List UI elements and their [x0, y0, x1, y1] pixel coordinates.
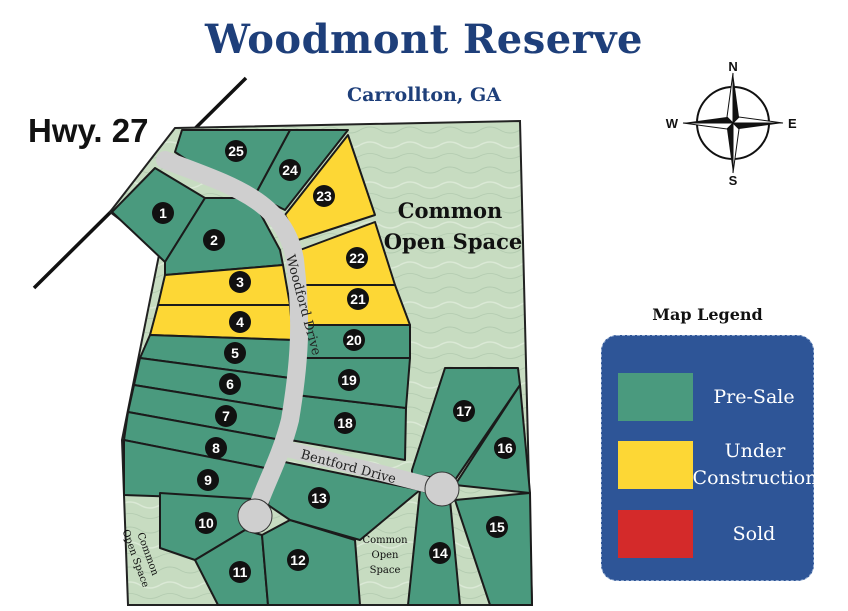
svg-text:11: 11	[233, 564, 248, 580]
lot-badge-1: 1	[152, 202, 174, 224]
cul-de-sac-east	[424, 471, 460, 507]
svg-text:8: 8	[212, 440, 220, 456]
svg-text:1: 1	[159, 205, 167, 221]
lot-badge-10: 10	[195, 512, 217, 534]
lot-badge-9: 9	[197, 469, 219, 491]
lot-badge-11: 11	[229, 561, 251, 583]
compass-west: W	[666, 116, 679, 131]
legend-label-under-construction: Under Construction	[692, 440, 818, 489]
svg-text:21: 21	[350, 291, 366, 307]
legend-item-pre-sale: Pre-Sale	[618, 373, 808, 423]
woodford-drive-road	[156, 151, 309, 524]
map-subtitle: Carrollton, GA	[346, 84, 502, 106]
svg-text:4: 4	[236, 314, 244, 330]
lot-badge-12: 12	[287, 549, 309, 571]
common-space-center-label: Common Open Space	[362, 535, 408, 576]
lot-badges: 1 2 3 4 5 6 7 8 9 10 11 12 13 14 15 16 1…	[152, 140, 516, 583]
legend-swatch-sold	[618, 510, 693, 558]
svg-text:6: 6	[226, 376, 234, 392]
lot-badge-19: 19	[338, 369, 360, 391]
lot-badge-6: 6	[219, 373, 241, 395]
svg-text:23: 23	[316, 188, 332, 204]
legend-item-sold: Sold	[618, 510, 808, 560]
svg-text:Open Space: Open Space	[384, 229, 523, 254]
roads-layer	[156, 151, 460, 534]
lot-badge-22: 22	[346, 247, 368, 269]
lot-badge-7: 7	[215, 405, 237, 427]
svg-text:Open: Open	[372, 550, 400, 561]
compass-south: S	[729, 173, 738, 188]
lot-badge-15: 15	[486, 516, 508, 538]
lot-badge-23: 23	[313, 185, 335, 207]
svg-text:12: 12	[290, 552, 306, 568]
svg-text:25: 25	[228, 143, 244, 159]
legend-swatch-under-construction	[618, 441, 693, 489]
lot-badge-17: 17	[453, 400, 475, 422]
common-space-large-label: Common Open Space	[384, 198, 523, 254]
svg-text:18: 18	[337, 415, 353, 431]
svg-text:5: 5	[231, 345, 239, 361]
svg-text:2: 2	[210, 232, 218, 248]
lot-badge-8: 8	[205, 437, 227, 459]
lot-badge-2: 2	[203, 229, 225, 251]
svg-text:20: 20	[346, 332, 362, 348]
cul-de-sac-south	[237, 498, 273, 534]
lot-badge-5: 5	[224, 342, 246, 364]
svg-text:3: 3	[236, 274, 244, 290]
svg-text:17: 17	[456, 403, 472, 419]
map-title: Woodmont Reserve	[205, 16, 643, 63]
highway-label: Hwy. 27	[28, 112, 149, 149]
lot-badge-13: 13	[308, 487, 330, 509]
svg-text:22: 22	[349, 250, 365, 266]
lot-15[interactable]	[454, 492, 533, 606]
lot-12[interactable]	[261, 519, 361, 606]
compass-east: E	[788, 116, 797, 131]
legend-title: Map Legend	[652, 305, 763, 324]
svg-text:7: 7	[222, 408, 230, 424]
svg-text:13: 13	[311, 490, 327, 506]
lot-badge-21: 21	[347, 288, 369, 310]
svg-text:Common: Common	[362, 535, 408, 546]
lot-badge-18: 18	[334, 412, 356, 434]
lot-badge-24: 24	[279, 159, 301, 181]
lot-badge-4: 4	[229, 311, 251, 333]
lot-badge-3: 3	[229, 271, 251, 293]
legend-label-sold: Sold	[732, 522, 776, 545]
lot-badge-25: 25	[225, 140, 247, 162]
svg-text:14: 14	[432, 545, 448, 561]
compass-rose-icon: N S E W	[666, 59, 797, 188]
svg-text:24: 24	[282, 162, 298, 178]
svg-text:10: 10	[198, 515, 214, 531]
svg-text:Space: Space	[370, 565, 401, 576]
legend-label-pre-sale: Pre-Sale	[713, 385, 795, 408]
lot-badge-20: 20	[343, 329, 365, 351]
bentford-drive-road	[275, 440, 448, 496]
svg-text:9: 9	[204, 472, 212, 488]
legend-item-under-construction: Under Construction	[618, 440, 818, 491]
map-legend: Pre-Sale Under Construction Sold	[601, 335, 818, 581]
compass-north: N	[728, 59, 737, 74]
legend-swatch-pre-sale	[618, 373, 693, 421]
svg-text:15: 15	[489, 519, 505, 535]
svg-text:19: 19	[341, 372, 357, 388]
lot-16[interactable]	[454, 384, 531, 494]
svg-text:Common: Common	[398, 198, 502, 223]
lot-badge-16: 16	[494, 437, 516, 459]
lot-badge-14: 14	[429, 542, 451, 564]
svg-text:16: 16	[497, 440, 513, 456]
